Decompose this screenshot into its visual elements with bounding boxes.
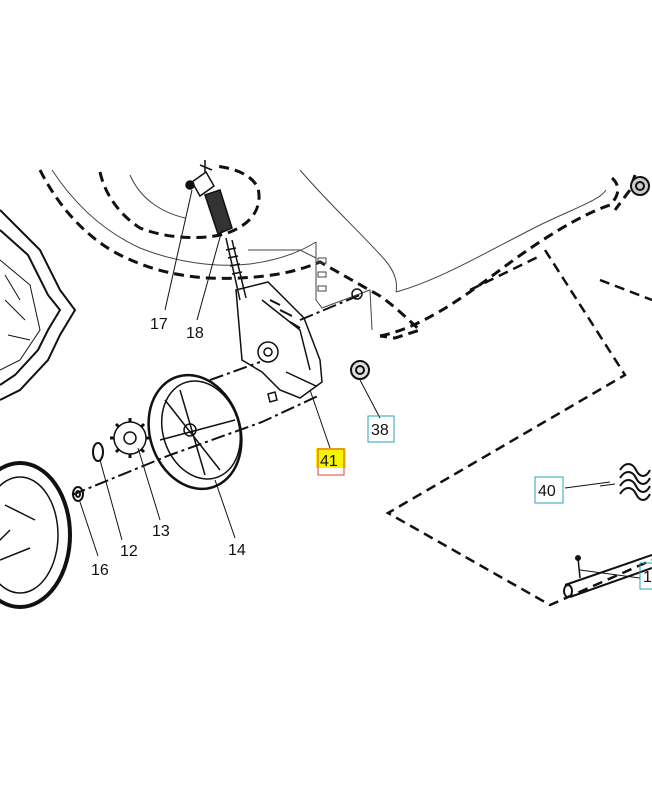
callout-14-text: 14 bbox=[228, 542, 246, 559]
deck-surface-lines bbox=[51, 169, 607, 331]
pinion-gear bbox=[110, 418, 150, 458]
callout-18-text: 18 bbox=[186, 325, 204, 342]
callout-41: 41 bbox=[316, 448, 346, 476]
wheel-rim bbox=[147, 373, 243, 491]
callout-1x: 1 bbox=[639, 562, 652, 590]
leader-lines bbox=[79, 189, 641, 579]
axle-bolt bbox=[267, 288, 363, 403]
hex-nut bbox=[350, 360, 370, 380]
callout-16-text: 16 bbox=[91, 562, 109, 579]
height-adjuster-lever bbox=[185, 160, 323, 399]
callout-40-text: 40 bbox=[538, 483, 556, 500]
rear-axle-rod bbox=[563, 554, 652, 598]
callout-14: 14 bbox=[228, 542, 246, 559]
callout-41-text: 41 bbox=[320, 453, 338, 470]
callout-38: 38 bbox=[367, 415, 395, 443]
callout-13: 13 bbox=[152, 523, 170, 540]
callout-40: 40 bbox=[534, 476, 564, 504]
deck-nut bbox=[630, 176, 650, 196]
handle-frame bbox=[0, 209, 77, 401]
callout-40-box bbox=[534, 476, 564, 504]
callout-41-highlight bbox=[316, 448, 346, 468]
callout-17-text: 17 bbox=[150, 316, 168, 333]
washer bbox=[72, 486, 84, 502]
callout-41-box bbox=[317, 448, 345, 476]
axle-centerline bbox=[71, 294, 361, 496]
callout-38-box bbox=[367, 415, 395, 443]
callout-1x-text: 1 bbox=[643, 569, 652, 586]
callout-38-text: 38 bbox=[371, 422, 389, 439]
callout-12: 12 bbox=[120, 543, 138, 560]
callout-12-text: 12 bbox=[120, 543, 138, 560]
callout-18: 18 bbox=[186, 325, 204, 342]
callout-1x-box bbox=[639, 562, 652, 590]
exploded-view-box bbox=[385, 249, 652, 607]
callout-17: 17 bbox=[150, 316, 168, 333]
callout-13-text: 13 bbox=[152, 523, 170, 540]
torsion-spring bbox=[599, 463, 651, 501]
rear-wheel bbox=[0, 461, 72, 609]
callout-16: 16 bbox=[91, 562, 109, 579]
retaining-ring bbox=[92, 442, 104, 462]
